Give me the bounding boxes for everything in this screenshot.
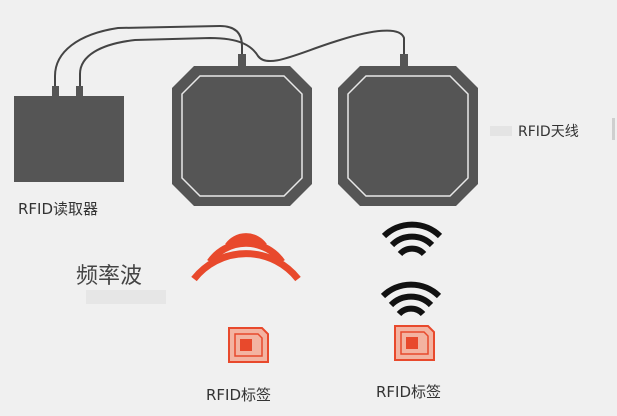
- black-wave-bottom-3: [396, 305, 426, 317]
- black-wave-bottom-2: [388, 293, 434, 308]
- reader-connector-1: [52, 86, 59, 98]
- red-wave-3: [191, 250, 301, 282]
- cable-reader-to-antenna-2: [79, 29, 405, 96]
- rfid-tag-icon: [228, 327, 269, 363]
- rfid-reader-box: [14, 96, 124, 182]
- black-wave-top-2: [389, 233, 435, 248]
- rfid-antenna-left: [172, 66, 312, 206]
- antenna-right-border: [347, 75, 469, 197]
- cables: [54, 24, 405, 96]
- tag-label-left: RFID标签: [206, 386, 272, 404]
- antenna-label-edge: [612, 118, 615, 140]
- cable-reader-to-antenna-1: [54, 24, 243, 96]
- antenna-connector-1: [238, 54, 246, 70]
- black-wave-bottom-1: [380, 281, 442, 299]
- black-wave-top-1: [381, 221, 443, 239]
- wifi-signal-icon: [381, 221, 443, 257]
- reader-label: RFID读取器: [18, 200, 99, 218]
- tag-label-right: RFID标签: [376, 383, 442, 401]
- antenna-left-border: [181, 75, 303, 197]
- antenna-connector-2: [400, 54, 408, 70]
- frequency-wave-label: 频率波: [76, 264, 143, 289]
- reader-connector-2: [76, 86, 83, 98]
- rfid-tag-icon: [394, 325, 435, 361]
- frequency-label-underlay: [86, 290, 166, 304]
- red-wave-2: [207, 239, 285, 265]
- black-wave-top-3: [397, 245, 427, 257]
- antenna-label: RFID天线: [518, 124, 579, 140]
- wifi-signal-icon: [380, 281, 442, 317]
- antenna-label-underlay: [490, 126, 512, 136]
- rfid-antenna-right: [338, 66, 478, 206]
- wifi-signal-icon: [191, 233, 301, 282]
